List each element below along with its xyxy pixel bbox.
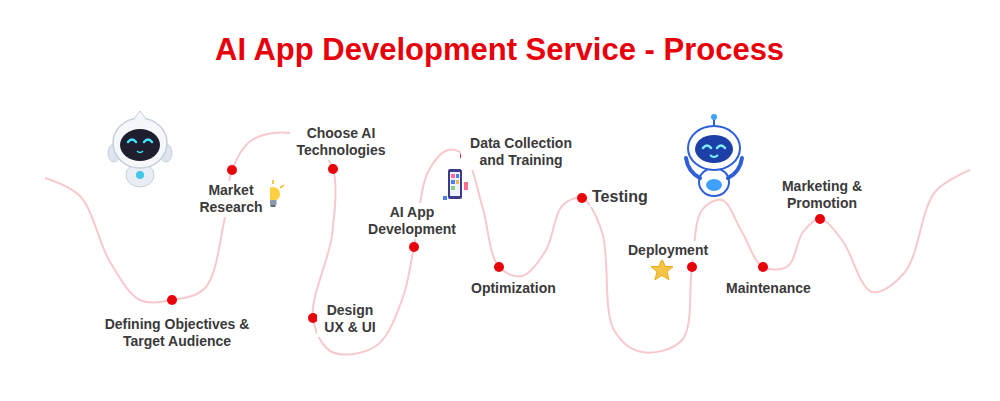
star-icon	[651, 259, 673, 280]
step-dot	[687, 262, 697, 272]
step-label: Choose AI Technologies	[290, 124, 392, 160]
diagram-title: AI App Development Service - Process	[215, 32, 784, 68]
robot-figure	[108, 111, 172, 187]
step-dot	[227, 165, 237, 175]
robot-figure	[686, 114, 742, 196]
step-label: Testing	[590, 186, 650, 207]
step-dots	[167, 151, 825, 323]
app-icon	[443, 169, 468, 200]
step-label: AI App Development	[361, 203, 463, 239]
step-label: Design UX & UI	[317, 301, 383, 337]
step-dot	[328, 164, 338, 174]
step-dot	[167, 295, 177, 305]
step-label: Market Research	[192, 181, 270, 217]
step-label: Data Collection and Training	[461, 134, 581, 170]
wave-line	[45, 132, 970, 354]
process-wave	[45, 132, 970, 354]
step-label: Marketing & Promotion	[774, 177, 870, 213]
step-label: Deployment	[626, 241, 710, 260]
step-dot	[815, 214, 825, 224]
step-dot	[409, 242, 419, 252]
step-dot	[494, 262, 504, 272]
step-dot	[758, 262, 768, 272]
step-label: Maintenance	[724, 279, 813, 298]
step-dot	[577, 193, 587, 203]
step-label: Defining Objectives & Target Audience	[90, 315, 264, 351]
step-label: Optimization	[469, 279, 558, 298]
